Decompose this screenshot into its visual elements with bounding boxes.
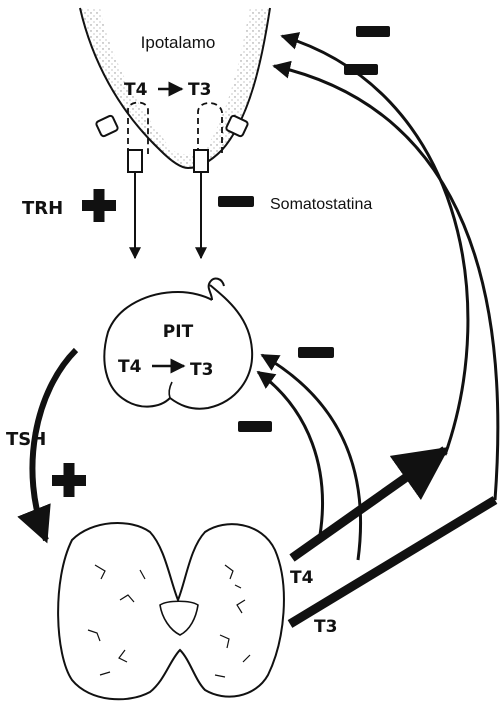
hypothalamus-stub-left bbox=[95, 115, 118, 137]
somatostatin-minus-sign: − bbox=[218, 196, 254, 207]
thyroid bbox=[58, 523, 284, 699]
t3-feedback-to-pit bbox=[262, 355, 361, 560]
trh-plus-sign: + bbox=[82, 189, 116, 222]
pit-feedback-minus-1: − bbox=[298, 347, 334, 358]
pit-t4-label: T4 bbox=[118, 357, 142, 377]
pituitary: PIT T4 T3 bbox=[104, 279, 252, 409]
nerve-stub-right bbox=[194, 150, 208, 172]
tsh-pathway: TSH + bbox=[6, 350, 86, 540]
tsh-plus-sign: + bbox=[52, 463, 86, 497]
hypothalamus: Ipotalamo T4 T3 bbox=[80, 8, 270, 172]
releasing-hormone-arrows: TRH + − Somatostatina bbox=[22, 172, 372, 258]
hypo-feedback-minus-1: − bbox=[356, 26, 390, 37]
pit-feedback-minus-2: − bbox=[238, 421, 272, 432]
trh-label: TRH bbox=[22, 198, 63, 219]
hypo-t4-label: T4 bbox=[124, 80, 148, 100]
hypo-t3-label: T3 bbox=[188, 80, 211, 100]
tsh-label: TSH bbox=[6, 429, 46, 450]
hypo-feedback-minus-2: − bbox=[344, 64, 378, 75]
t4-output-label: T4 bbox=[290, 568, 314, 588]
pituitary-outline bbox=[104, 285, 252, 409]
nerve-stub-left bbox=[128, 150, 142, 172]
feedback-pathways: T4 T3 − − − − bbox=[238, 26, 498, 637]
pituitary-label: PIT bbox=[163, 322, 194, 342]
pit-t3-label: T3 bbox=[190, 360, 213, 380]
somatostatin-label: Somatostatina bbox=[270, 196, 372, 213]
t3-output-label: T3 bbox=[314, 617, 337, 637]
hypothalamus-label: Ipotalamo bbox=[141, 33, 216, 52]
